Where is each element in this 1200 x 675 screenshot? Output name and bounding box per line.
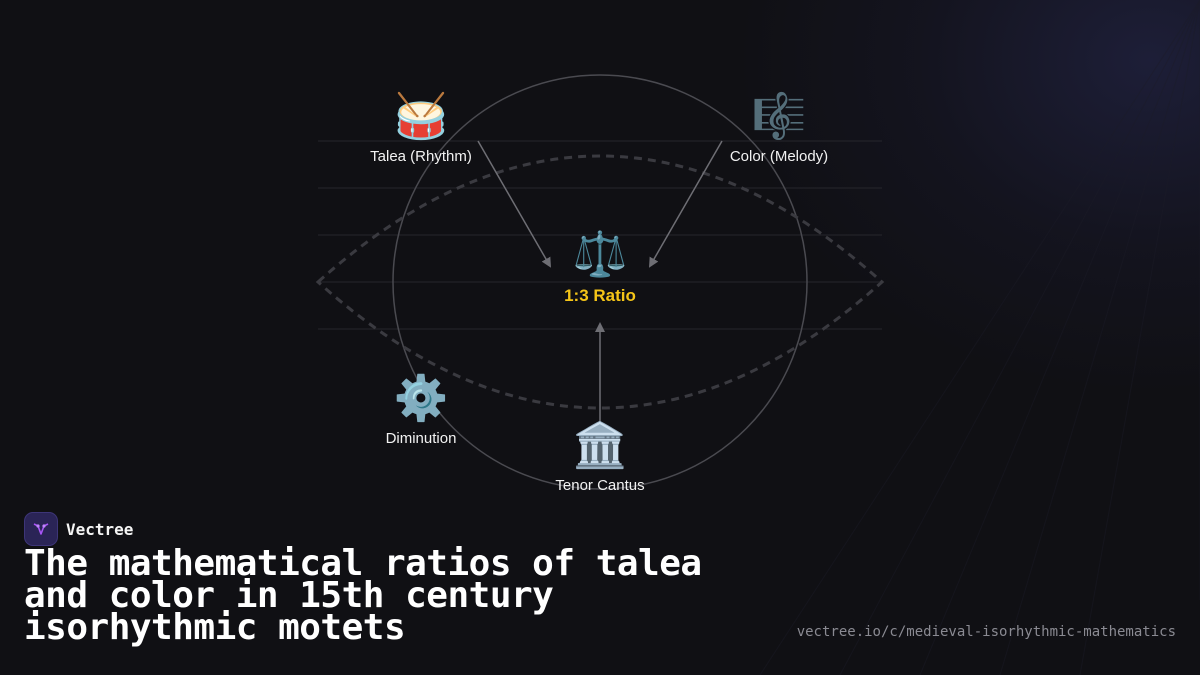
arrow-talea-to-ratio (477, 140, 551, 268)
diminution-label: Diminution (385, 430, 457, 447)
talea-label: Talea (Rhythm) (370, 148, 472, 165)
classical-building-icon: 🏛️ (572, 420, 628, 471)
node-diminution: ⚙️ Diminution (321, 373, 521, 448)
ratio-label: 1:3 Ratio (564, 286, 636, 305)
node-talea: 🥁 Talea (Rhythm) (321, 91, 521, 166)
color-label: Color (Melody) (729, 148, 829, 165)
node-ratio: ⚖️ 1:3 Ratio (500, 230, 700, 306)
arrow-color-to-ratio (649, 140, 723, 268)
node-color: 🎼 Color (Melody) (679, 91, 879, 166)
gear-icon: ⚙️ (393, 373, 449, 424)
brand-name: Vectree (66, 519, 134, 539)
tenor-label: Tenor Cantus (555, 477, 645, 494)
node-tenor: 🏛️ Tenor Cantus (500, 420, 700, 495)
dashed-ellipse (315, 154, 885, 410)
brand[interactable]: Vectree (24, 512, 133, 546)
musical-score-icon: 🎼 (751, 91, 807, 142)
drum-icon: 🥁 (393, 91, 449, 142)
page-title: The mathematical ratios of talea and col… (24, 543, 702, 648)
vectree-logo-icon (24, 512, 58, 546)
source-url[interactable]: vectree.io/c/medieval-isorhythmic-mathem… (796, 624, 1176, 640)
balance-scale-icon: ⚖️ (572, 229, 628, 280)
cycle-circle (392, 74, 808, 490)
